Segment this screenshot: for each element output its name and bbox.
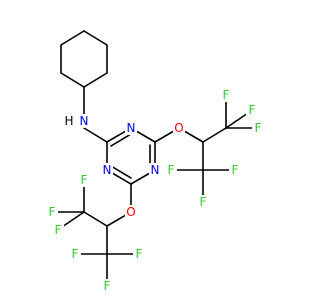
atom-label-bg — [69, 247, 81, 261]
atom-label-n: N — [127, 121, 136, 135]
atom-label-f: F — [104, 279, 111, 293]
atom-label-f: F — [136, 247, 143, 261]
atom-label-bg — [78, 173, 90, 187]
atom-label-f: F — [81, 173, 88, 187]
atom-label-h: H — [64, 114, 73, 128]
atom-label-n: N — [80, 114, 89, 128]
bond — [225, 112, 249, 129]
atom-label-f: F — [223, 88, 230, 102]
bond — [83, 127, 108, 143]
atom-label-bg — [165, 163, 177, 177]
bond — [60, 72, 85, 88]
atom-label-n: N — [103, 163, 112, 177]
atom-label-f: F — [55, 223, 62, 237]
bond — [202, 127, 227, 143]
atom-label-f: F — [168, 163, 175, 177]
atom-label-n: N — [151, 163, 160, 177]
bond — [110, 165, 132, 179]
atom-label-bg — [78, 114, 90, 128]
bond — [83, 211, 108, 227]
atom-label-bg — [149, 163, 161, 177]
bonds — [55, 30, 255, 283]
atom-label-bg — [52, 223, 64, 237]
atom-label-f: F — [232, 163, 239, 177]
bond — [83, 30, 108, 46]
bond — [110, 133, 132, 147]
atom-label-bg — [101, 279, 113, 293]
atom-label-bg — [173, 121, 185, 135]
atom-label-f: F — [49, 205, 56, 219]
atom-label-bg — [133, 247, 145, 261]
atom-label-o: O — [174, 121, 183, 135]
bond — [83, 72, 108, 88]
atom-label-f: F — [255, 121, 262, 135]
atom-label-bg — [101, 163, 113, 177]
atom-label-bg — [220, 88, 232, 102]
atom-label-bg — [46, 205, 58, 219]
bond — [61, 211, 85, 228]
atom-label-bg — [252, 121, 264, 135]
atom-label-f: F — [249, 103, 256, 117]
atom-label-f: F — [72, 247, 79, 261]
atom-label-bg — [197, 195, 209, 209]
bond — [60, 30, 85, 46]
atom-label-bg — [229, 163, 241, 177]
atom-label-bg — [63, 114, 75, 128]
atom-label-bg — [246, 103, 258, 117]
atom-label-bg — [125, 205, 137, 219]
atom-label-o: O — [126, 205, 135, 219]
atom-label-bg — [125, 121, 137, 135]
atom-label-f: F — [200, 195, 207, 209]
